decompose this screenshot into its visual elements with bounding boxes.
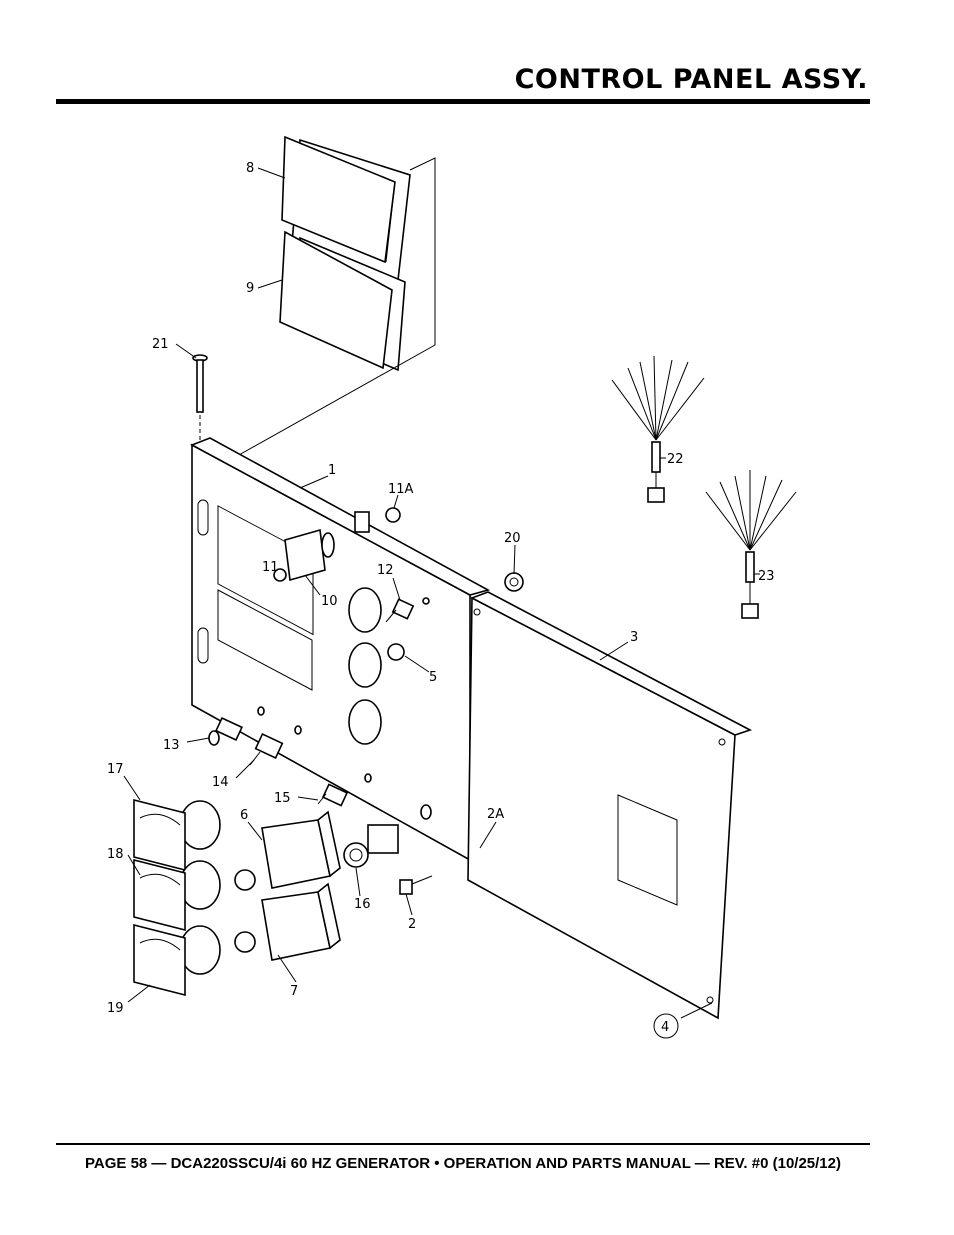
part-5-lamp <box>387 643 405 661</box>
part-3-door <box>467 591 753 1020</box>
callout-11: 11 <box>262 560 279 575</box>
callout-14: 14 <box>212 775 229 790</box>
part-21-bolt <box>192 354 208 510</box>
callout-9: 9 <box>246 281 254 296</box>
callout-5: 5 <box>429 670 437 685</box>
part-1-panel <box>190 437 491 862</box>
header-rule <box>56 99 870 104</box>
callout-21: 21 <box>152 337 169 352</box>
part-2-knob <box>399 875 433 895</box>
callout-22: 22 <box>667 452 684 467</box>
callout-10: 10 <box>321 594 338 609</box>
part-10-bracket <box>284 528 335 582</box>
part-20-potentiometer <box>504 572 524 592</box>
callout-8: 8 <box>246 161 254 176</box>
part-15-switch <box>317 773 372 807</box>
callout-4-circle: 4 <box>653 1013 679 1039</box>
part-11-screw <box>273 568 287 582</box>
part-16-button <box>343 804 432 868</box>
part-14-switch <box>249 725 302 766</box>
callout-16: 16 <box>354 897 371 912</box>
part-18-meter <box>133 858 221 932</box>
callout-23: 23 <box>758 569 775 584</box>
footer-rule <box>56 1143 870 1145</box>
page-footer: PAGE 58 — DCA220SSCU/4i 60 HZ GENERATOR … <box>85 1155 841 1172</box>
part-17-meter <box>133 798 221 872</box>
part-6-selector <box>234 810 341 891</box>
part-11a-nut <box>354 507 401 533</box>
callout-7: 7 <box>290 984 298 999</box>
part-23-harness <box>705 470 797 619</box>
part-7-selector <box>234 882 341 961</box>
callout-20: 20 <box>504 531 521 546</box>
callout-2a: 2A <box>487 807 504 822</box>
callout-2: 2 <box>408 917 416 932</box>
callout-18: 18 <box>107 847 124 862</box>
callout-12: 12 <box>377 563 394 578</box>
callout-6: 6 <box>240 808 248 823</box>
callout-17: 17 <box>107 762 124 777</box>
part-19-meter <box>133 923 221 997</box>
part-12-toggle <box>385 597 430 623</box>
part-22-harness <box>611 355 705 503</box>
callout-19: 19 <box>107 1001 124 1016</box>
callout-3: 3 <box>630 630 638 645</box>
callout-1: 1 <box>328 463 336 478</box>
part-9-cover <box>279 230 406 372</box>
leader-lines <box>123 167 760 1019</box>
part-8-cover <box>281 135 411 282</box>
callout-11a: 11A <box>388 482 414 497</box>
callout-13: 13 <box>163 738 180 753</box>
callout-4: 4 <box>661 1020 669 1035</box>
callout-15: 15 <box>274 791 291 806</box>
page-title: CONTROL PANEL ASSY. <box>514 64 868 95</box>
